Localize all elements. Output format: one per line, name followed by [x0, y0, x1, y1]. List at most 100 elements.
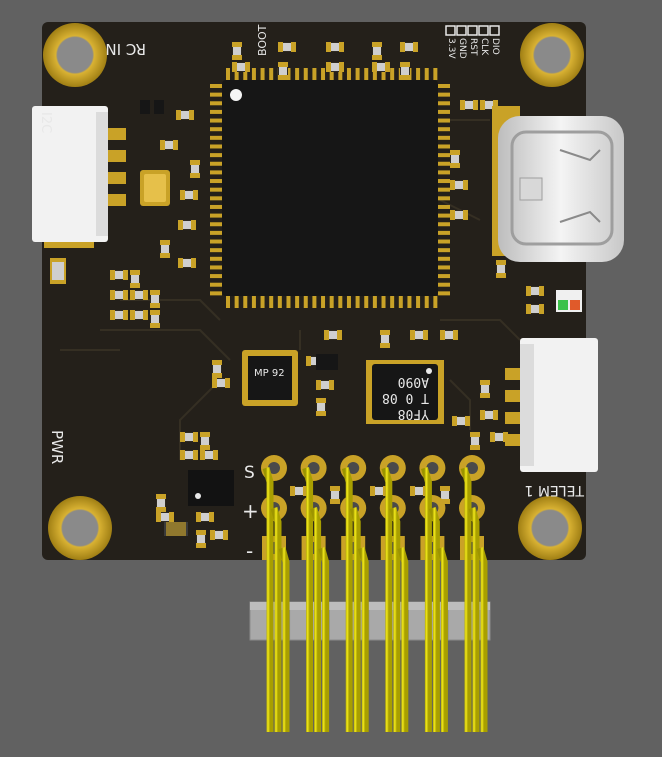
smd-pad: [200, 445, 210, 450]
mcu-pin: [416, 68, 421, 80]
smd-pad: [190, 173, 200, 178]
smd-body: [485, 101, 493, 109]
header-pin: [357, 547, 369, 732]
mcu-pin: [346, 296, 351, 308]
smd-pad: [480, 410, 485, 420]
mcu-pin: [210, 127, 222, 132]
smd-pad: [110, 270, 115, 280]
mcu-pin: [321, 68, 326, 80]
smd-pad: [470, 432, 480, 437]
silk-pwr-label: PWR: [48, 430, 66, 464]
smd-pad: [130, 290, 135, 300]
mcu-pin: [355, 68, 360, 80]
smd-pad: [110, 290, 115, 300]
smd-pad: [290, 486, 295, 496]
mcu-pin: [210, 291, 222, 296]
smd-pad: [160, 240, 170, 245]
smd-pad: [189, 110, 194, 120]
smd-body: [283, 43, 291, 51]
mcu-pins: [210, 68, 450, 308]
silk-swd-gnd: GND: [457, 38, 467, 59]
silk-rc-in-label: RC IN: [105, 40, 146, 58]
smd-body: [161, 245, 169, 253]
smd-pad: [493, 100, 498, 110]
smd-pad: [143, 290, 148, 300]
flash-chip-marking-3: A090: [398, 374, 429, 389]
mcu-pin: [210, 265, 222, 270]
smd-pad: [245, 62, 250, 72]
mcu-pin: [210, 196, 222, 201]
smd-pad: [385, 62, 390, 72]
passive-components: [110, 42, 544, 548]
mcu-pin: [234, 296, 239, 308]
smd-pad: [173, 140, 178, 150]
smd-pad: [380, 330, 390, 335]
mcu-pin: [372, 68, 377, 80]
mcu-pin: [438, 179, 450, 184]
smd-pad: [413, 42, 418, 52]
mcu-pin: [438, 196, 450, 201]
mcu-pin: [424, 296, 429, 308]
mounting-hole-top-right: [520, 23, 584, 87]
smd-body: [237, 63, 245, 71]
smd-pad: [130, 310, 135, 320]
swd-pads: [445, 25, 500, 36]
smd-pad: [490, 432, 495, 442]
smd-body: [181, 111, 189, 119]
smd-body: [401, 67, 409, 75]
mcu-pin: [269, 68, 274, 80]
header-pin: [310, 507, 322, 732]
smd-body: [215, 531, 223, 539]
mounting-hole-bottom-right: [518, 496, 582, 560]
mcu-pin: [438, 118, 450, 123]
mcu-pin: [338, 296, 343, 308]
mcu-pin: [438, 213, 450, 218]
mcu-pin: [312, 68, 317, 80]
smd-pad: [480, 100, 485, 110]
smd-body: [331, 63, 339, 71]
smd-body: [201, 437, 209, 445]
smd-pad: [190, 160, 200, 165]
smd-pad: [150, 310, 160, 315]
mcu-pin: [210, 187, 222, 192]
mcu-pin: [438, 256, 450, 261]
mcu-chip: [210, 68, 450, 308]
mcu-pin: [210, 144, 222, 149]
smd-pad: [232, 55, 242, 60]
mcu-pin: [438, 248, 450, 253]
smd-body: [317, 403, 325, 411]
mcu-pin: [372, 296, 377, 308]
mcu-pin: [438, 135, 450, 140]
smd-body: [115, 271, 123, 279]
mcu-pin: [390, 296, 395, 308]
header-pad-hole: [426, 462, 439, 474]
mcu-pin: [210, 222, 222, 227]
smd-body: [405, 43, 413, 51]
header-pin: [318, 547, 330, 732]
mcu-pin: [286, 68, 291, 80]
smd-body: [311, 357, 319, 365]
smd-body: [161, 513, 169, 521]
smd-pad: [303, 486, 308, 496]
smd-pad: [200, 432, 210, 437]
header-pin: [381, 467, 393, 732]
mcu-pin: [295, 68, 300, 80]
smd-body: [213, 365, 221, 373]
mcu-pin: [260, 296, 265, 308]
mcu-pin1-dot: [230, 89, 242, 101]
smd-pad: [180, 432, 185, 442]
flash-chip: [366, 360, 444, 424]
smd-pad: [160, 140, 165, 150]
smd-pad: [316, 380, 321, 390]
mcu-pin: [364, 296, 369, 308]
smd-body: [441, 491, 449, 499]
smd-pad: [410, 330, 415, 340]
resistor-left: [50, 258, 66, 284]
smd-body: [471, 437, 479, 445]
smd-pad: [450, 180, 455, 190]
i2c-connector: [32, 106, 126, 248]
telem-connector: [505, 338, 598, 472]
mcu-pin: [381, 68, 386, 80]
mcu-pin: [312, 296, 317, 308]
smd-pad: [180, 190, 185, 200]
